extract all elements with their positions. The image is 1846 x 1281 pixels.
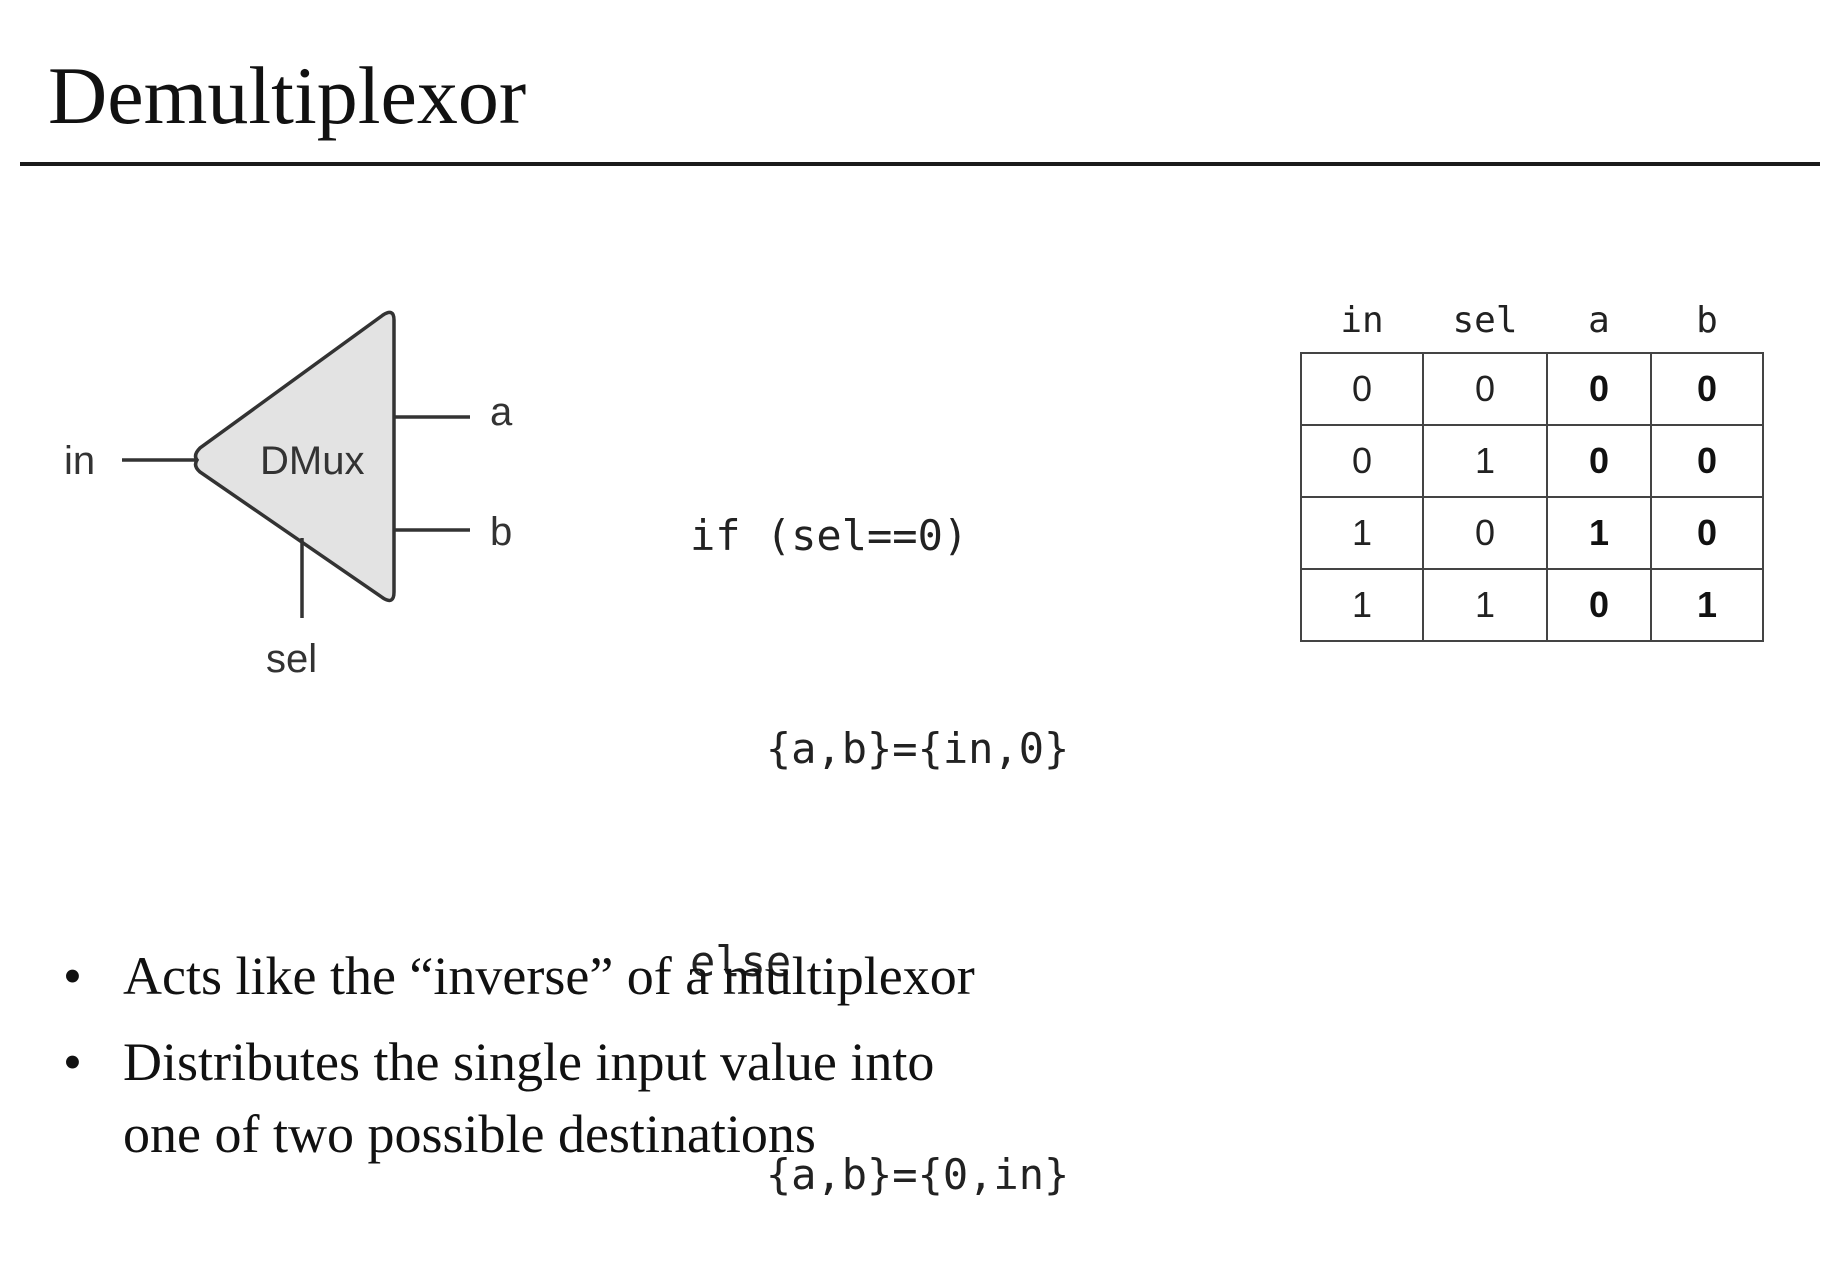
- cell-a: 1: [1546, 496, 1652, 570]
- cell-sel: 1: [1422, 424, 1548, 498]
- cell-in: 1: [1300, 568, 1424, 642]
- title-divider: [20, 162, 1820, 166]
- cell-sel: 0: [1422, 496, 1548, 570]
- header-a: a: [1588, 299, 1610, 341]
- code-line: if (sel==0): [690, 511, 969, 560]
- code-line: {a,b}={in,0}: [690, 724, 1070, 773]
- select-label: sel: [266, 637, 317, 681]
- output-a-label: a: [490, 390, 513, 434]
- dmux-block-label: DMux: [260, 439, 364, 483]
- bullet-item: • Distributes the single input value int…: [55, 1026, 975, 1170]
- input-label: in: [64, 439, 95, 483]
- bullet-text: Distributes the single input value into …: [123, 1032, 935, 1164]
- table-row: 1 1 0 1: [1300, 568, 1764, 642]
- table-row: 0 1 0 0: [1300, 424, 1764, 498]
- header-b: b: [1696, 299, 1718, 341]
- dmux-diagram: in DMux a b sel: [64, 310, 513, 681]
- cell-b: 0: [1650, 496, 1764, 570]
- cell-a: 0: [1546, 352, 1652, 426]
- table-row: 1 0 1 0: [1300, 496, 1764, 570]
- table-row: 0 0 0 0: [1300, 352, 1764, 426]
- cell-sel: 0: [1422, 352, 1548, 426]
- header-sel: sel: [1452, 299, 1518, 341]
- cell-a: 0: [1546, 424, 1652, 498]
- cell-sel: 1: [1422, 568, 1548, 642]
- cell-b: 0: [1650, 424, 1764, 498]
- header-in: in: [1340, 299, 1384, 341]
- bullet-text: Acts like the “inverse” of a multiplexor: [123, 946, 975, 1006]
- bullet-dot-icon: •: [63, 946, 82, 1006]
- truth-table-header: in sel a b: [1301, 288, 1763, 353]
- output-b-label: b: [490, 510, 512, 554]
- cell-b: 1: [1650, 568, 1764, 642]
- dmux-block: [193, 310, 396, 603]
- cell-b: 0: [1650, 352, 1764, 426]
- code-line: else: [690, 937, 792, 986]
- truth-table: in sel a b 0 0 0 0 0 1 0 0 1 0 1: [1300, 288, 1764, 642]
- cell-a: 0: [1546, 568, 1652, 642]
- slide-title: Demultiplexor: [48, 50, 527, 141]
- bullet-item: • Acts like the “inverse” of a multiplex…: [55, 940, 975, 1012]
- cell-in: 1: [1300, 496, 1424, 570]
- bullet-dot-icon: •: [63, 1032, 82, 1092]
- bullet-list: • Acts like the “inverse” of a multiplex…: [55, 940, 975, 1184]
- cell-in: 0: [1300, 352, 1424, 426]
- cell-in: 0: [1300, 424, 1424, 498]
